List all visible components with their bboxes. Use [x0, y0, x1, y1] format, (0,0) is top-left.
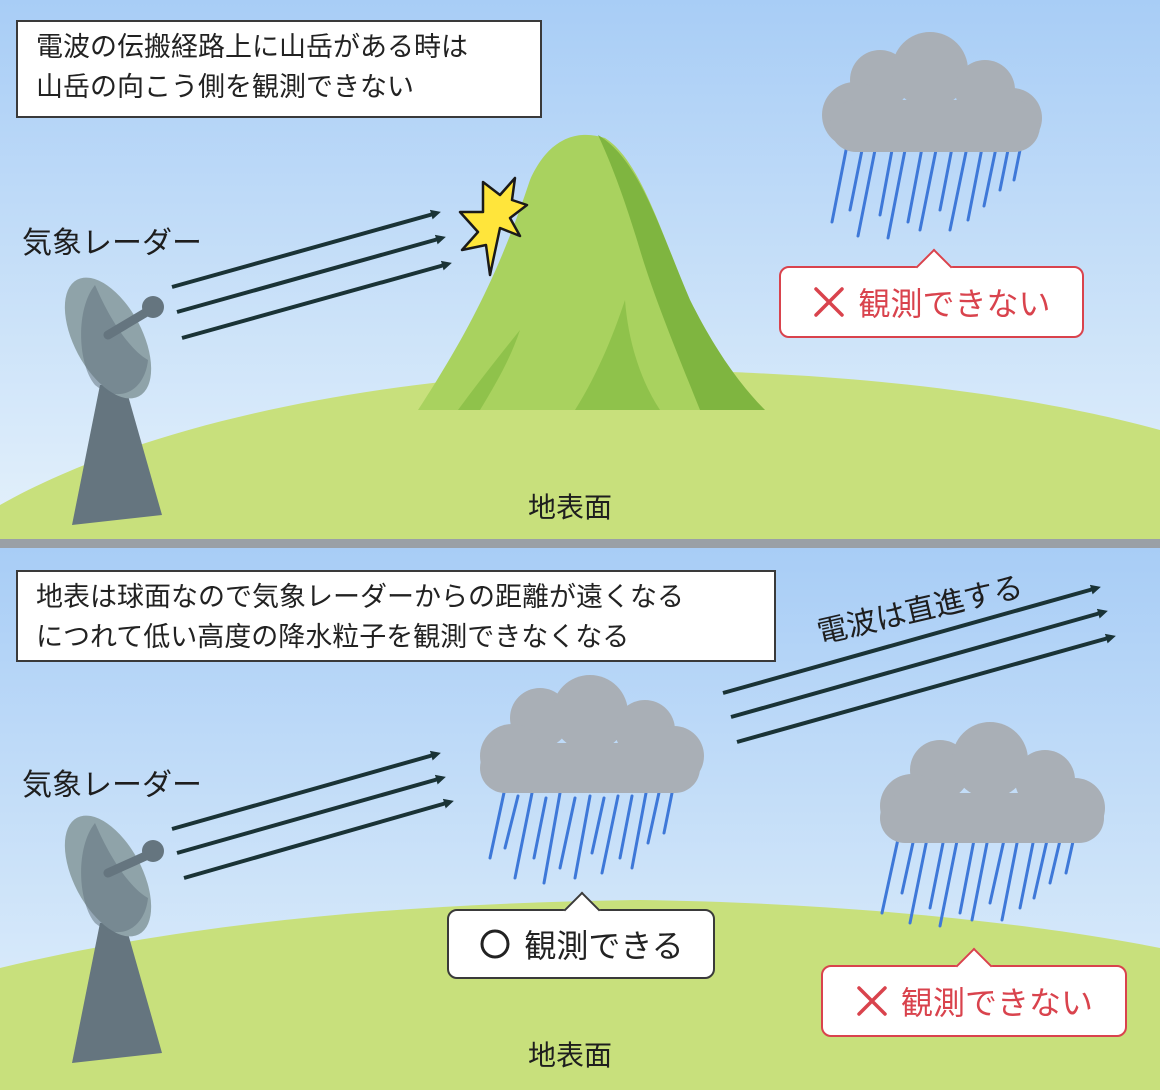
- not-observable-callout: 観測できない: [821, 947, 1127, 1037]
- circle-icon: [480, 929, 510, 959]
- ground: [0, 900, 1160, 1090]
- callout-text: 観測できない: [858, 285, 1051, 323]
- ground: [0, 370, 1160, 539]
- top-explanation-note: 電波の伝搬経路上に山岳がある時は 山岳の向こう側を観測できない: [16, 20, 542, 118]
- bottom-explanation-note: 地表は球面なので気象レーダーからの距離が遠くなる につれて低い高度の降水粒子を観…: [16, 570, 776, 662]
- radar-beams: [171, 209, 452, 340]
- cross-icon: [814, 287, 845, 317]
- ground-label: 地表面: [528, 1039, 613, 1072]
- callout-text: 観測できる: [524, 927, 684, 965]
- cross-icon: [857, 986, 887, 1016]
- radar-label: 気象レーダー: [22, 768, 202, 803]
- note-line: 電波の伝搬経路上に山岳がある時は: [36, 32, 468, 63]
- panel-divider: [0, 539, 1160, 548]
- radar-label: 気象レーダー: [22, 226, 202, 261]
- callout-text: 観測できない: [900, 984, 1093, 1022]
- radar-beams-near: [171, 750, 454, 880]
- not-observable-callout: 観測できない: [779, 248, 1084, 338]
- bottom-panel: 地表は球面なので気象レーダーからの距離が遠くなる につれて低い高度の降水粒子を観…: [0, 548, 1160, 1090]
- radar-beams-far: [722, 584, 1116, 744]
- radar-antenna: [64, 277, 164, 525]
- rain-cloud: [822, 32, 1042, 240]
- mountain: [418, 134, 765, 410]
- rain-cloud-near: [480, 675, 704, 885]
- note-line: 地表は球面なので気象レーダーからの距離が遠くなる: [36, 582, 684, 613]
- impact-burst: [458, 176, 529, 277]
- top-panel: 電波の伝搬経路上に山岳がある時は 山岳の向こう側を観測できない 気象レーダー 地…: [0, 0, 1160, 539]
- observable-callout: 観測できる: [447, 891, 715, 979]
- rain-cloud-far: [880, 722, 1105, 928]
- radar-antenna: [64, 815, 164, 1063]
- note-line: につれて低い高度の降水粒子を観測できなくなる: [36, 622, 630, 653]
- ground-label: 地表面: [528, 491, 613, 524]
- note-line: 山岳の向こう側を観測できない: [36, 72, 414, 103]
